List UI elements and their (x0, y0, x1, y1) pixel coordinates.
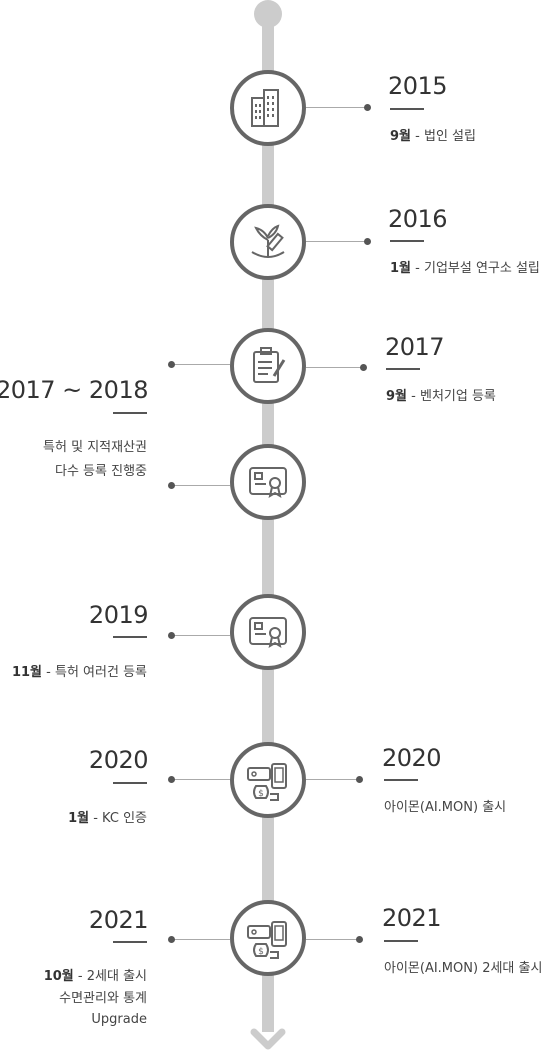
connector-dot (364, 238, 371, 245)
event-description-line: Upgrade (91, 1012, 147, 1027)
year-underline (384, 940, 418, 942)
connector-right (306, 939, 358, 940)
connector-dot (168, 776, 175, 783)
connector-dot (168, 632, 175, 639)
connector-left (172, 364, 230, 365)
timeline-spine (262, 10, 274, 1032)
device-money-icon: $ (247, 763, 287, 801)
connector-right (306, 107, 366, 108)
certificate-icon (249, 467, 287, 499)
year-underline (113, 941, 147, 943)
node-certificate (230, 444, 306, 520)
event-description: 1월 - KC 인증 (68, 811, 147, 826)
year-label: 2017 (385, 333, 445, 361)
connector-right (306, 779, 358, 780)
buildings-icon (251, 89, 279, 127)
event-description: 11월 - 특허 여러건 등록 (11, 665, 147, 680)
connector-left (172, 779, 230, 780)
event-description-line: 다수 등록 진행중 (55, 464, 147, 479)
node-clipboard (230, 328, 306, 404)
year-underline (386, 368, 420, 370)
connector-dot (356, 776, 363, 783)
node-microscope (230, 204, 306, 280)
node-device-money: $ (230, 900, 306, 976)
year-label: 2021 (88, 906, 149, 934)
year-label: 2017 ~ 2018 (0, 376, 149, 404)
node-device-money: $ (230, 742, 306, 818)
event-description: 1월 - 기업부설 연구소 설립 (390, 261, 540, 276)
connector-right (306, 241, 366, 242)
year-underline (113, 782, 147, 784)
timeline-end-arrow-icon (250, 1028, 286, 1050)
event-description: 9월 - 법인 설립 (390, 129, 476, 144)
year-label: 2021 (382, 904, 442, 932)
event-description: 9월 - 벤처기업 등록 (386, 389, 496, 404)
event-description-line: 특허 및 지적재산권 (43, 440, 147, 455)
connector-dot (360, 364, 367, 371)
connector-left (172, 635, 230, 636)
svg-text:$: $ (258, 947, 264, 957)
year-label: 2020 (382, 744, 442, 772)
node-buildings (230, 70, 306, 146)
year-underline (113, 412, 147, 414)
year-underline (390, 240, 424, 242)
device-money-icon: $ (247, 921, 287, 959)
event-description: 아이몬(AI.MON) 2세대 출시 (384, 961, 543, 976)
clipboard-pencil-icon (253, 347, 286, 383)
connector-dot (168, 936, 175, 943)
event-description: 10월 - 2세대 출시 (43, 969, 147, 984)
year-underline (390, 108, 424, 110)
year-label: 2015 (388, 72, 448, 100)
connector-dot (168, 361, 175, 368)
year-underline (113, 636, 147, 638)
year-underline (384, 779, 418, 781)
connector-dot (168, 482, 175, 489)
node-certificate (230, 594, 306, 670)
connector-dot (356, 936, 363, 943)
connector-dot (364, 104, 371, 111)
svg-text:$: $ (258, 789, 264, 799)
year-label: 2016 (388, 205, 448, 233)
microscope-plant-icon (251, 224, 285, 258)
year-label: 2020 (88, 746, 149, 774)
event-description-line: 수면관리와 통계 (59, 991, 147, 1006)
event-description: 아이몬(AI.MON) 출시 (384, 800, 507, 815)
connector-left (172, 485, 230, 486)
connector-right (306, 367, 362, 368)
certificate-icon (249, 617, 287, 649)
connector-left (172, 939, 230, 940)
year-label: 2019 (88, 601, 149, 629)
